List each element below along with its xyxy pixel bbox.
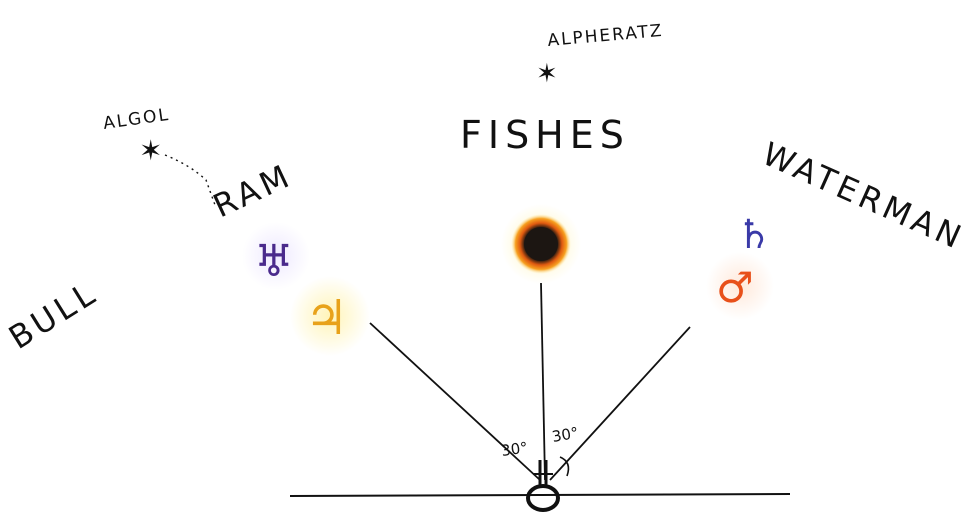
angle-arc [559,456,570,477]
sightline-center [540,282,546,481]
jupiter-icon: ♃ [305,290,348,346]
sightline-right [549,326,691,481]
constellation-label-fishes: FISHES [460,113,630,157]
horizon-line [289,493,791,497]
mars-glow [706,252,774,320]
constellation-label-waterman: WATERMAN [757,135,970,258]
uranus-icon: ♅ [254,236,293,287]
observer-icon [526,460,560,512]
uranus-glow [242,222,310,290]
star-label-alpheratz: ALPHERATZ [547,21,665,51]
constellation-label-ram: RAM [207,156,298,225]
mars-icon: ♂ [716,263,754,312]
alpheratz-star-icon: ✶ [536,59,558,89]
jupiter-glow [290,276,370,356]
algol-star-icon: ✶ [139,134,162,167]
sightline-left [369,322,541,481]
constellation-label-bull: BULL [2,273,104,357]
angle-label-right: 30° [551,424,580,446]
angle-label-left: 30° [500,438,529,460]
saturn-icon: ♄ [736,212,772,258]
algol-pointer-line [164,154,216,206]
sun-core [524,227,558,261]
star-label-algol: ALGOL [102,105,171,134]
